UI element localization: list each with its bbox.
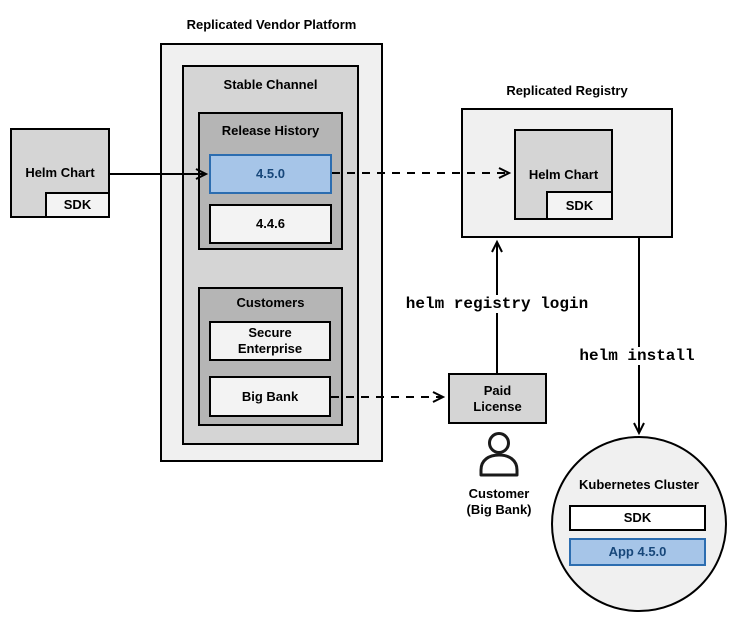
stable-channel-title: Stable Channel <box>223 77 318 92</box>
customer-label: Customer (Big Bank) <box>466 486 532 517</box>
release-item-previous: 4.4.6 <box>209 204 332 244</box>
release-item-current: 4.5.0 <box>209 154 332 194</box>
platform-title: Replicated Vendor Platform <box>186 17 357 32</box>
registry-title: Replicated Registry <box>506 83 628 98</box>
user-icon <box>479 432 519 477</box>
command-label-install: helm install <box>576 347 698 365</box>
command-label-registry-login: helm registry login <box>402 295 592 313</box>
customer-item-secure-enterprise: Secure Enterprise <box>209 321 331 361</box>
kubernetes-app-box: App 4.5.0 <box>569 538 706 566</box>
release-history-title: Release History <box>221 123 320 138</box>
paid-license-box: Paid License <box>448 373 547 424</box>
customer-item-big-bank: Big Bank <box>209 376 331 417</box>
kubernetes-sdk-box: SDK <box>569 505 706 531</box>
helm-chart-source-sdk-badge: SDK <box>45 192 110 218</box>
registry-sdk-badge: SDK <box>546 191 613 220</box>
customers-title: Customers <box>236 295 305 310</box>
kubernetes-cluster-title: Kubernetes Cluster <box>579 477 699 492</box>
